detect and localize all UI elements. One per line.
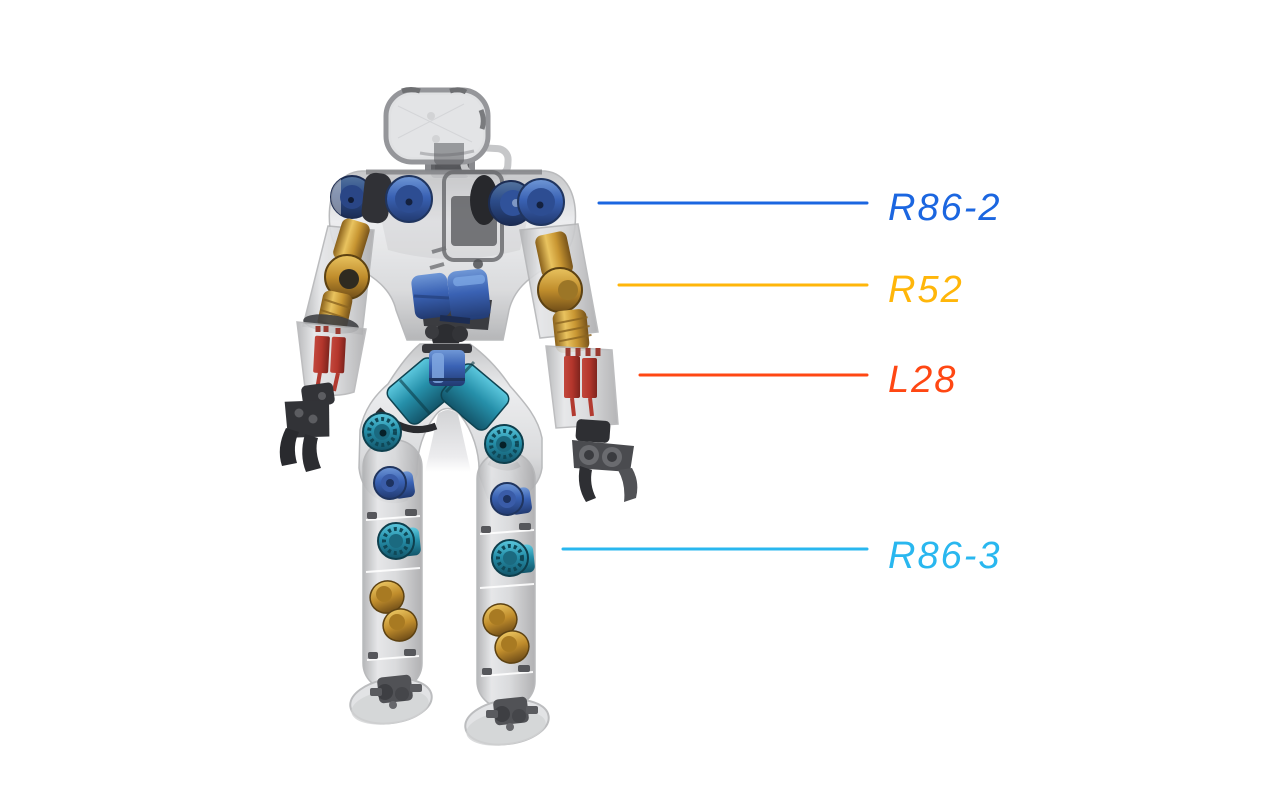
svg-text:R52: R52	[888, 269, 964, 311]
svg-text:L28: L28	[888, 359, 957, 401]
svg-text:R86-3: R86-3	[888, 535, 1002, 577]
svg-text:R86-2: R86-2	[888, 187, 1002, 229]
